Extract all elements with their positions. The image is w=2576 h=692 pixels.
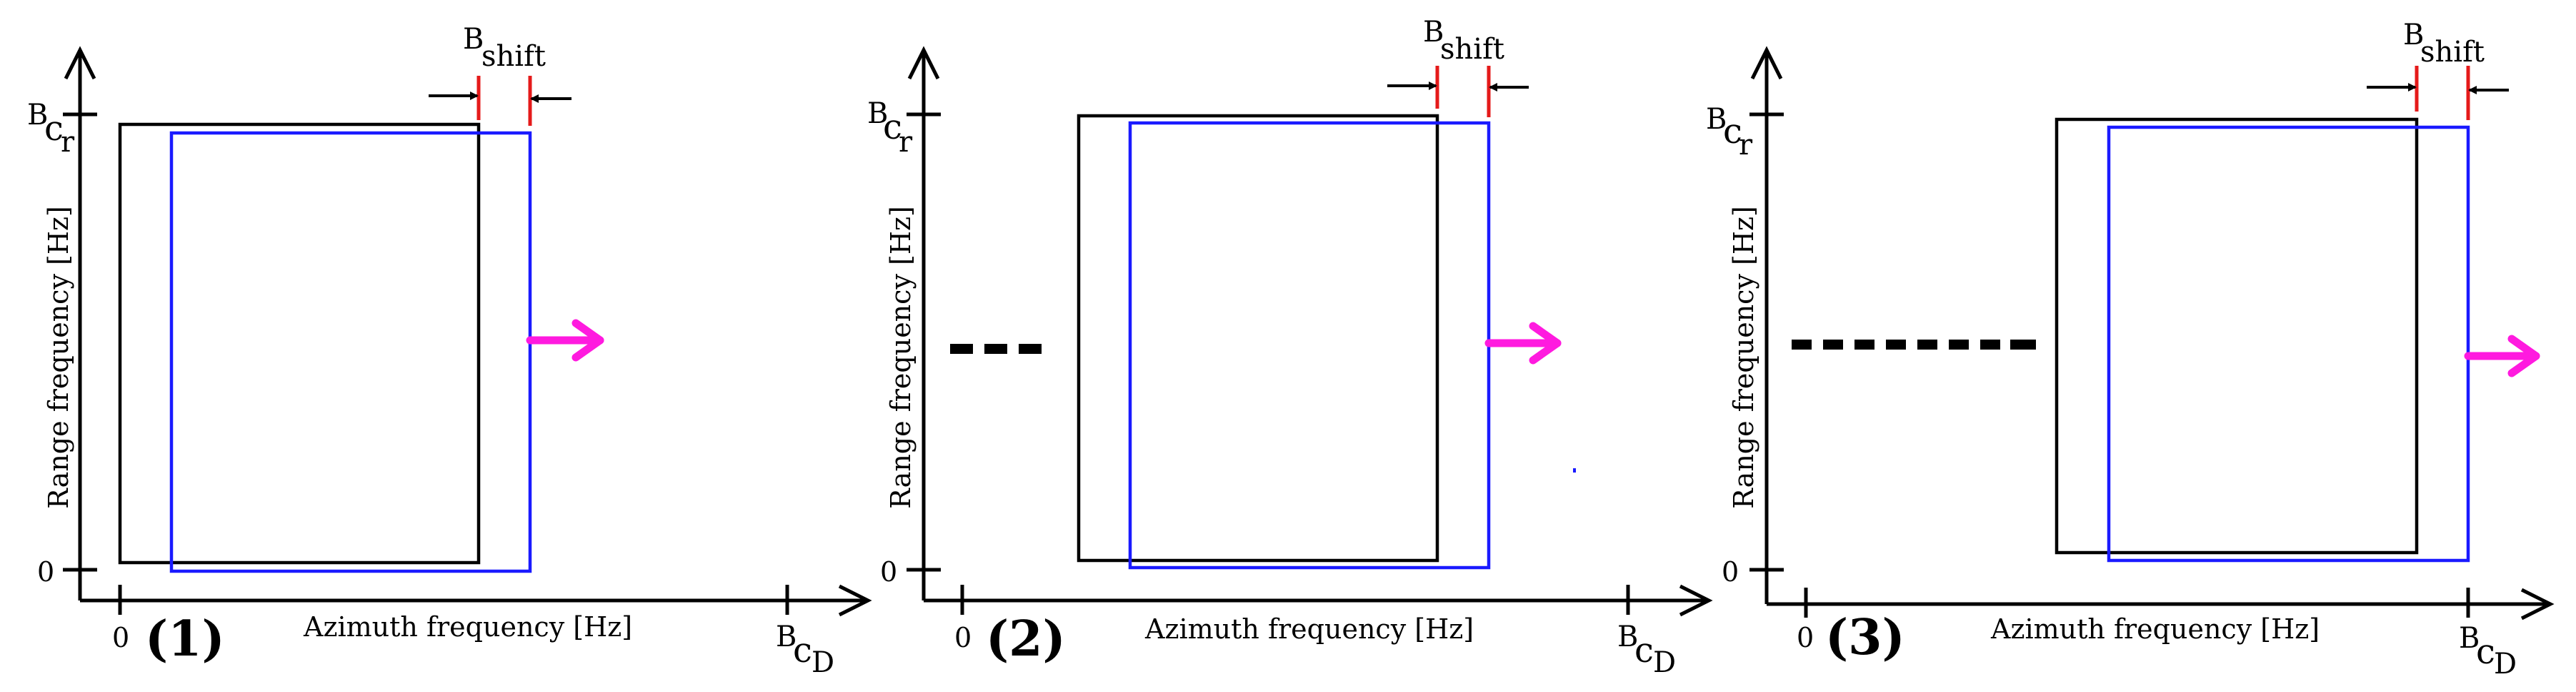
- original-spectrum-box: [2055, 117, 2419, 555]
- svg-text:c: c: [44, 109, 64, 149]
- svg-text:B: B: [2403, 19, 2424, 51]
- bshift-label: B shift: [2403, 19, 2485, 69]
- x-axis-label: Azimuth frequency [Hz]: [1144, 613, 1474, 645]
- panel-3: Range frequency [Hz] Azimuth frequency […: [1706, 19, 2555, 681]
- svg-text:D: D: [2494, 648, 2517, 681]
- svg-text:B: B: [776, 621, 797, 653]
- x-axis-label: Azimuth frequency [Hz]: [1990, 613, 2320, 645]
- y-axis-label: Range frequency [Hz]: [43, 206, 74, 509]
- svg-text:c: c: [1634, 631, 1654, 671]
- zero-x-label: 0: [1797, 622, 1814, 653]
- svg-text:shift: shift: [1440, 33, 1504, 66]
- x-axis-arrowhead: [1679, 584, 1713, 617]
- svg-text:c: c: [2476, 632, 2495, 672]
- svg-text:B: B: [1423, 16, 1444, 49]
- svg-text:shift: shift: [2420, 36, 2485, 69]
- svg-text:c: c: [883, 107, 902, 147]
- svg-text:r: r: [1739, 129, 1753, 162]
- svg-text:r: r: [61, 126, 75, 159]
- y-axis-arrowhead: [907, 46, 940, 80]
- panel-label: (3): [1825, 609, 1905, 666]
- svg-text:r: r: [899, 126, 913, 159]
- svg-text:B: B: [463, 23, 484, 56]
- ellipsis-dashes: [950, 344, 1042, 354]
- svg-text:B: B: [2459, 622, 2480, 655]
- x-axis-label: Azimuth frequency [Hz]: [303, 611, 632, 643]
- svg-text:c: c: [793, 631, 812, 671]
- x-axis-arrowhead: [838, 584, 872, 617]
- stray-dot: [1573, 468, 1576, 473]
- shifted-spectrum-box: [169, 131, 532, 573]
- svg-text:c: c: [1723, 112, 1742, 152]
- zero-x-label: 0: [954, 622, 972, 653]
- bcd-label: B c D: [776, 621, 834, 679]
- bcr-label: B c r: [867, 97, 913, 159]
- svg-text:B: B: [27, 99, 48, 132]
- ellipsis-dashes: [1792, 340, 2036, 350]
- svg-text:D: D: [1653, 646, 1676, 679]
- svg-text:shift: shift: [481, 40, 546, 73]
- panel-label: (2): [986, 611, 1066, 668]
- motion-arrow: [526, 319, 604, 362]
- motion-arrow: [2464, 335, 2540, 377]
- shifted-spectrum-box: [2107, 125, 2470, 563]
- bcd-label: B c D: [2459, 622, 2517, 681]
- panel-label: (1): [145, 611, 225, 668]
- y-axis-arrowhead: [64, 46, 96, 80]
- panel-2: Range frequency [Hz] Azimuth frequency […: [867, 16, 1713, 679]
- svg-text:B: B: [1706, 103, 1727, 136]
- bcr-label: B c r: [1706, 103, 1753, 162]
- zero-y-label: 0: [37, 556, 54, 588]
- zero-y-label: 0: [1722, 556, 1739, 588]
- shifted-spectrum-box: [1128, 121, 1491, 570]
- svg-text:B: B: [1617, 621, 1638, 653]
- y-axis-arrowhead: [1750, 46, 1783, 80]
- panel-1: Range frequency [Hz] Azimuth frequency […: [27, 23, 872, 679]
- zero-y-label: 0: [880, 556, 897, 588]
- original-spectrum-box: [118, 122, 481, 565]
- y-axis-label: Range frequency [Hz]: [885, 206, 917, 509]
- bshift-label: B shift: [1423, 16, 1504, 66]
- motion-arrow: [1484, 322, 1562, 365]
- y-axis-label: Range frequency [Hz]: [1728, 206, 1759, 509]
- bshift-label: B shift: [463, 23, 546, 73]
- svg-text:D: D: [812, 646, 834, 679]
- original-spectrum-box: [1077, 114, 1439, 563]
- bcr-label: B c r: [27, 99, 75, 159]
- bcd-label: B c D: [1617, 621, 1676, 679]
- x-axis-arrowhead: [2520, 588, 2555, 621]
- svg-text:B: B: [867, 97, 888, 130]
- zero-x-label: 0: [112, 622, 129, 653]
